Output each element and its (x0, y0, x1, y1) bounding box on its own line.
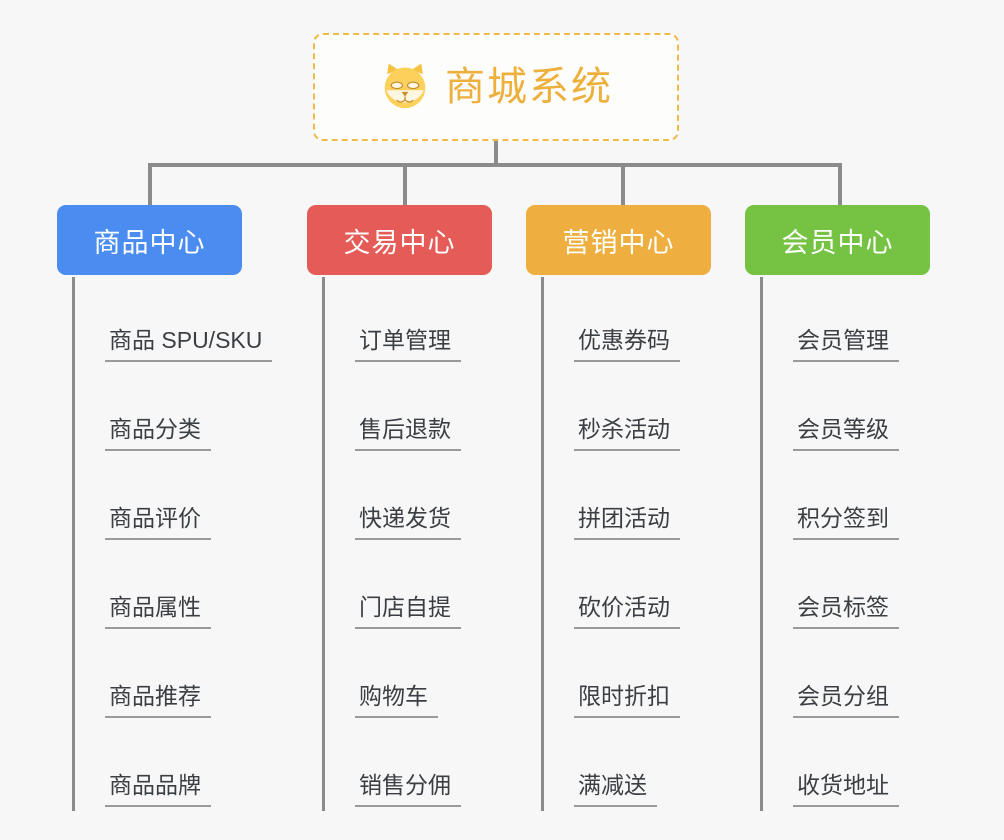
leaf-label: 拼团活动 (574, 504, 680, 540)
leaf-label: 商品评价 (105, 504, 211, 540)
list-item[interactable]: 满减送 (544, 722, 657, 811)
root-title: 商城系统 (445, 65, 613, 109)
leaf-label: 会员分组 (793, 682, 899, 718)
category-header-0[interactable]: 商品中心 (57, 205, 242, 275)
list-item[interactable]: 售后退款 (325, 366, 461, 455)
leaf-label: 销售分佣 (355, 771, 461, 807)
list-item[interactable]: 积分签到 (763, 455, 899, 544)
leaf-label: 商品分类 (105, 415, 211, 451)
list-item[interactable]: 收货地址 (763, 722, 899, 811)
list-item[interactable]: 商品评价 (75, 455, 211, 544)
leaf-label: 订单管理 (355, 326, 461, 362)
list-item[interactable]: 门店自提 (325, 544, 461, 633)
leaf-label: 积分签到 (793, 504, 899, 540)
list-item[interactable]: 购物车 (325, 633, 438, 722)
shiba-dog-face-emoji (379, 61, 431, 113)
leaf-label: 快递发货 (355, 504, 461, 540)
category-header-label-3: 会员中心 (781, 227, 894, 258)
list-item[interactable]: 商品 SPU/SKU (75, 277, 273, 366)
leaf-label: 秒杀活动 (574, 415, 680, 451)
leaf-label: 商品 SPU/SKU (105, 326, 273, 362)
root-node[interactable]: 商城系统 (313, 33, 679, 141)
column-spine-2 (541, 277, 544, 811)
leaf-label: 售后退款 (355, 415, 461, 451)
column-spine-1 (322, 277, 325, 811)
column-spine-0 (72, 277, 75, 811)
column-spine-3 (760, 277, 763, 811)
category-header-label-0: 商品中心 (93, 227, 206, 258)
leaf-label: 砍价活动 (574, 593, 680, 629)
category-header-2[interactable]: 营销中心 (526, 205, 711, 275)
category-header-3[interactable]: 会员中心 (745, 205, 930, 275)
connector-drop-2 (403, 163, 407, 205)
category-header-label-2: 营销中心 (562, 227, 675, 258)
leaf-label: 满减送 (574, 771, 657, 807)
category-header-1[interactable]: 交易中心 (307, 205, 492, 275)
leaf-label: 收货地址 (793, 771, 899, 807)
connector-drop-4 (838, 163, 842, 205)
list-item[interactable]: 商品属性 (75, 544, 211, 633)
list-item[interactable]: 会员标签 (763, 544, 899, 633)
leaf-label: 商品属性 (105, 593, 211, 629)
list-item[interactable]: 限时折扣 (544, 633, 680, 722)
leaf-label: 会员管理 (793, 326, 899, 362)
list-item[interactable]: 订单管理 (325, 277, 461, 366)
list-item[interactable]: 会员管理 (763, 277, 899, 366)
leaf-label: 限时折扣 (574, 682, 680, 718)
list-item[interactable]: 商品分类 (75, 366, 211, 455)
leaf-label: 门店自提 (355, 593, 461, 629)
list-item[interactable]: 拼团活动 (544, 455, 680, 544)
list-item[interactable]: 快递发货 (325, 455, 461, 544)
leaf-label: 会员标签 (793, 593, 899, 629)
list-item[interactable]: 商品推荐 (75, 633, 211, 722)
connector-horizontal-bus (150, 163, 840, 167)
list-item[interactable]: 商品品牌 (75, 722, 211, 811)
list-item[interactable]: 砍价活动 (544, 544, 680, 633)
leaf-label: 购物车 (355, 682, 438, 718)
leaf-label: 商品品牌 (105, 771, 211, 807)
list-item[interactable]: 销售分佣 (325, 722, 461, 811)
list-item[interactable]: 会员等级 (763, 366, 899, 455)
leaf-label: 商品推荐 (105, 682, 211, 718)
connector-drop-1 (148, 163, 152, 205)
category-header-label-1: 交易中心 (343, 227, 456, 258)
list-item[interactable]: 秒杀活动 (544, 366, 680, 455)
connector-root-stem (494, 141, 498, 165)
leaf-label: 会员等级 (793, 415, 899, 451)
connector-drop-3 (621, 163, 625, 205)
list-item[interactable]: 优惠券码 (544, 277, 680, 366)
leaf-label: 优惠券码 (574, 326, 680, 362)
list-item[interactable]: 会员分组 (763, 633, 899, 722)
